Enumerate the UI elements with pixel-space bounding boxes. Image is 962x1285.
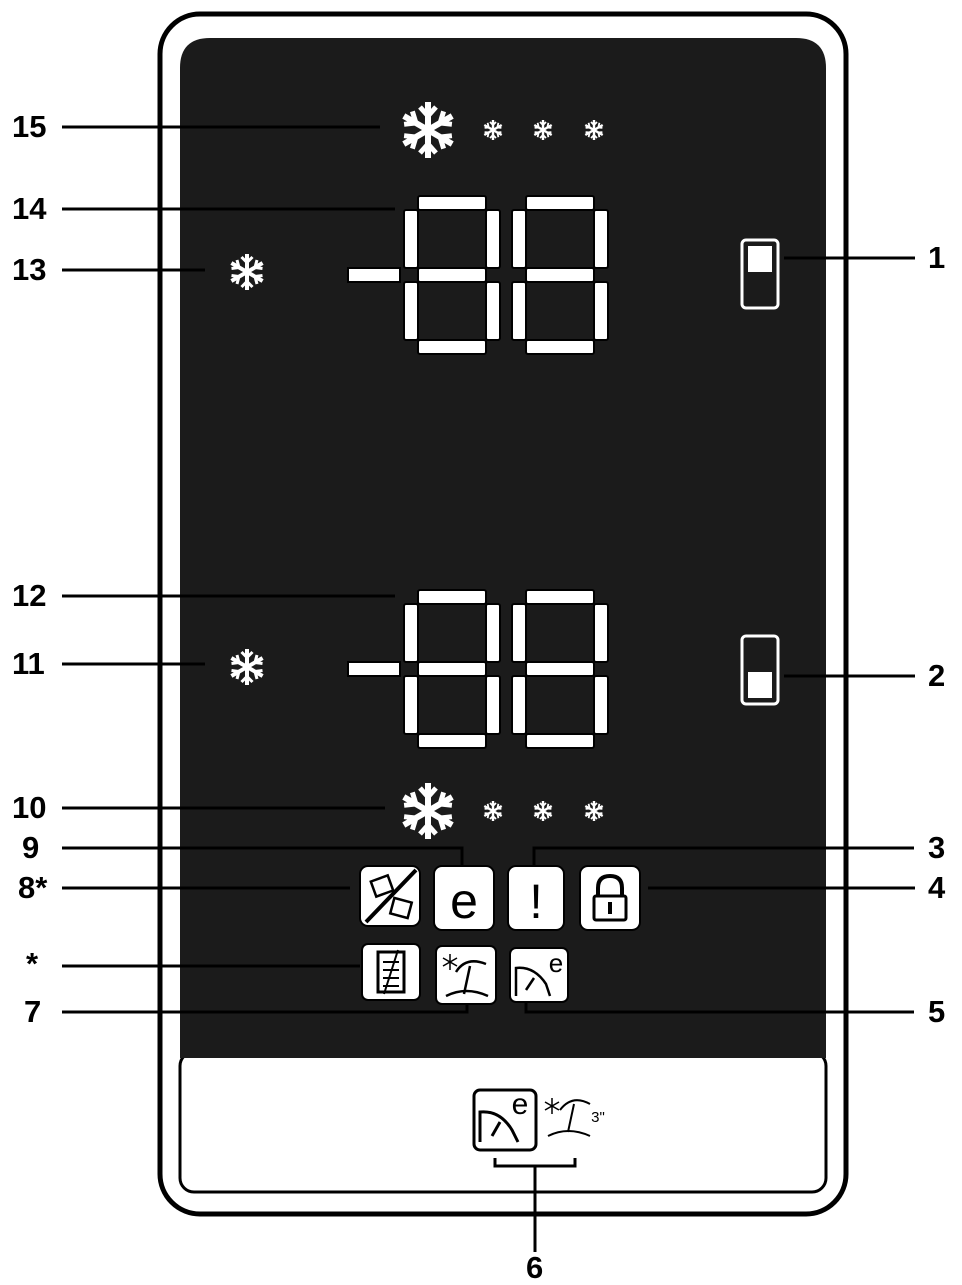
svg-text:3": 3" (591, 1109, 605, 1126)
segment-c (485, 281, 501, 341)
minus-sign (347, 267, 401, 283)
segment-a (417, 195, 487, 211)
dark-display (180, 38, 826, 1058)
eco-mode-icon: e (433, 865, 495, 931)
callout-lines (62, 125, 915, 1252)
segment-d (525, 733, 595, 749)
segment-c (593, 675, 609, 735)
svg-text:e: e (450, 873, 478, 929)
svg-text:e: e (549, 948, 563, 978)
fresh-zone-icon (361, 943, 421, 1001)
segment-a (417, 589, 487, 605)
callout-3: 3 (928, 830, 946, 865)
segment-c (485, 675, 501, 735)
segment-f (511, 603, 527, 663)
alarm-icon: ! (507, 865, 565, 931)
lower-compartment-indicator-icon (740, 634, 780, 706)
callout-11: 11 (12, 646, 45, 681)
child-lock-icon (579, 865, 641, 931)
callout-12: 12 (12, 578, 47, 613)
svg-text:e: e (512, 1088, 529, 1121)
minus-sign (347, 661, 401, 677)
lower-temperature-display (347, 589, 609, 749)
callout-1: 1 (928, 240, 946, 275)
upper-temperature-display (347, 195, 609, 355)
callout-10: 10 (12, 790, 47, 825)
segment-g (525, 267, 595, 283)
callout-star: * (26, 946, 39, 981)
callout-5: 5 (928, 994, 946, 1029)
segment-c (593, 281, 609, 341)
callout-6: 6 (526, 1250, 544, 1285)
callout-9: 9 (22, 830, 40, 865)
segment-f (511, 209, 527, 269)
vacation-timer-label-icon: 3" (544, 1098, 605, 1137)
segment-f (403, 603, 419, 663)
segment-g (525, 661, 595, 677)
eco-timer-icon: e (509, 947, 569, 1003)
segment-e (511, 675, 527, 735)
svg-text:!: ! (529, 876, 542, 929)
segment-e (511, 281, 527, 341)
segment-b (593, 603, 609, 663)
segment-e (403, 281, 419, 341)
callout-7: 7 (24, 994, 42, 1029)
ice-maker-off-icon (359, 865, 421, 927)
callout-4: 4 (928, 870, 946, 905)
callout-8: 8* (18, 870, 48, 905)
callout-13: 13 (12, 252, 47, 287)
segment-f (403, 209, 419, 269)
segment-g (417, 267, 487, 283)
segment-e (403, 675, 419, 735)
segment-a (525, 195, 595, 211)
callout-14: 14 (12, 191, 47, 226)
vacation-mode-icon (435, 945, 497, 1005)
segment-b (593, 209, 609, 269)
segment-g (417, 661, 487, 677)
callout-2: 2 (928, 658, 946, 693)
segment-d (525, 339, 595, 355)
segment-d (417, 733, 487, 749)
eco-timer-label-icon: e (472, 1088, 538, 1152)
segment-b (485, 603, 501, 663)
segment-d (417, 339, 487, 355)
upper-compartment-indicator-icon (740, 238, 780, 310)
callout-15: 15 (12, 109, 47, 144)
segment-b (485, 209, 501, 269)
segment-a (525, 589, 595, 605)
